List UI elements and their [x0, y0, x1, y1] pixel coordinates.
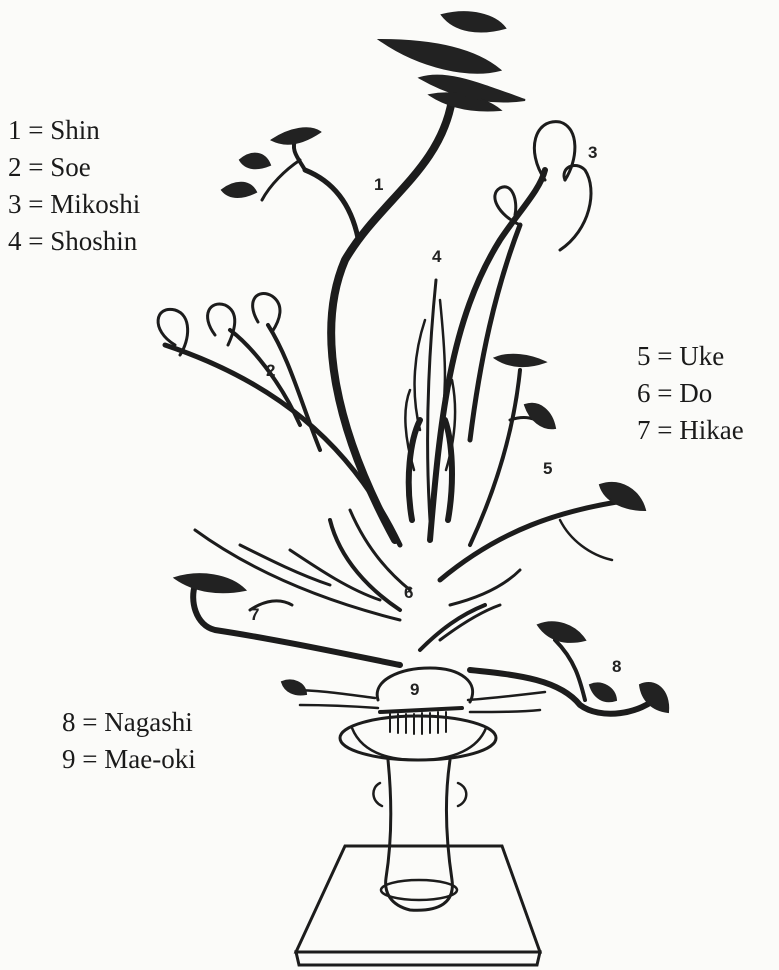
legend-item-shoshin: 4 = Shoshin: [8, 223, 140, 260]
legend-item-nagashi: 8 = Nagashi: [62, 704, 196, 741]
marker-9: 9: [410, 680, 419, 699]
hikae-branch: [175, 574, 400, 665]
soe-branch: [158, 294, 400, 545]
legend-item-do: 6 = Do: [637, 375, 744, 412]
legend-item-uke: 5 = Uke: [637, 338, 744, 375]
nagashi-branch: [470, 622, 668, 713]
do-branch: [195, 510, 520, 650]
legend-uke-to-hikae: 5 = Uke 6 = Do 7 = Hikae: [637, 338, 744, 449]
legend-shin-to-shoshin: 1 = Shin 2 = Soe 3 = Mikoshi 4 = Shoshin: [8, 112, 140, 260]
legend-item-hikae: 7 = Hikae: [637, 412, 744, 449]
marker-3: 3: [588, 143, 597, 162]
marker-2: 2: [266, 361, 275, 380]
marker-4: 4: [432, 247, 442, 266]
vase-stand: [296, 846, 540, 965]
marker-8: 8: [612, 657, 621, 676]
vase: [340, 708, 496, 910]
legend-item-soe: 2 = Soe: [8, 149, 140, 186]
legend-item-mikoshi: 3 = Mikoshi: [8, 186, 140, 223]
legend-item-shin: 1 = Shin: [8, 112, 140, 149]
marker-7: 7: [250, 605, 259, 624]
legend-nagashi-to-mae-oki: 8 = Nagashi 9 = Mae-oki: [62, 704, 196, 778]
marker-6: 6: [404, 583, 413, 602]
marker-1: 1: [374, 175, 383, 194]
marker-5: 5: [543, 459, 552, 478]
legend-item-mae-oki: 9 = Mae-oki: [62, 741, 196, 778]
